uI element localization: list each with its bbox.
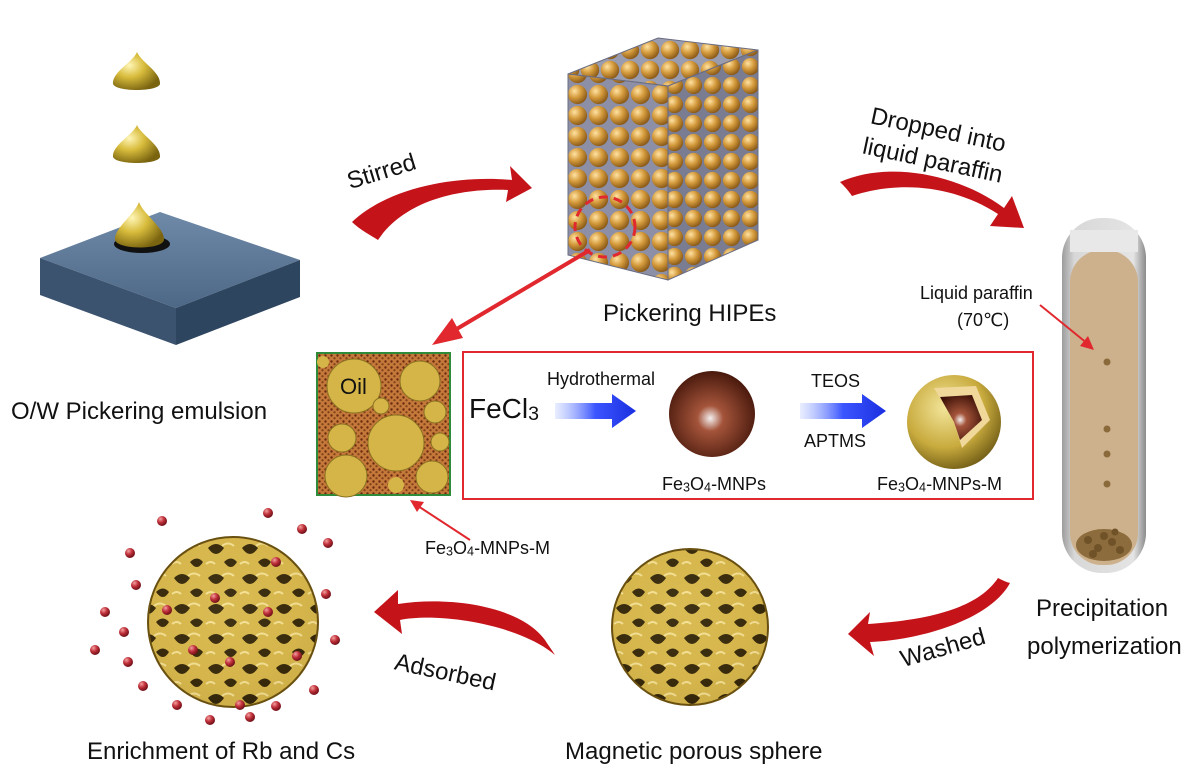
o-text: O (905, 474, 920, 494)
synthesis-box (462, 351, 1034, 500)
teos-label: TEOS (811, 371, 861, 391)
mnps-m-pointer (410, 500, 471, 541)
mnps-m-tail-text: -MNPs-M (474, 538, 551, 558)
droplet-icon (112, 52, 161, 90)
rb-cs-ions (90, 508, 340, 725)
fe3o4-mnps-m-pointer-label: Fe3O4-MNPs-M (425, 538, 550, 559)
teos-arrow (800, 394, 886, 428)
emulsion-microstructure (316, 352, 451, 498)
pickering-hipes-label: Pickering HIPEs (603, 300, 777, 327)
substrate-slab (40, 212, 300, 345)
magnetic-porous-sphere (611, 548, 769, 706)
test-tube (1062, 218, 1146, 573)
sub4-text: 4 (467, 544, 475, 559)
washed-arrow (848, 578, 1010, 656)
polymerization-label: polymerization (1027, 633, 1182, 660)
sub4-text: 4 (919, 480, 927, 495)
zoom-circle (573, 195, 637, 259)
temperature-label: (70℃) (957, 310, 1010, 330)
sub4-text: 4 (704, 480, 712, 495)
sub3-text: 3 (683, 480, 691, 495)
fecl3-label: FeCl3 (469, 393, 539, 426)
ow-emulsion-label: O/W Pickering emulsion (11, 398, 268, 425)
precipitation-label: Precipitation (1036, 595, 1169, 622)
fe-text: Fe (877, 474, 899, 494)
fe3o4-sphere (669, 371, 755, 457)
oil-label: Oil (340, 374, 367, 399)
sub3-text: 3 (898, 480, 906, 495)
mnps-tail-text: -MNPs (711, 474, 767, 494)
aptms-label: APTMS (804, 431, 867, 451)
hipe-cube (567, 37, 759, 281)
droplet-icon (112, 125, 161, 163)
fe3o4-mnps-m-label: Fe3O4-MNPs-M (877, 474, 1002, 495)
enriched-porous-sphere (147, 536, 319, 708)
sub3-text: 3 (446, 544, 454, 559)
mnps-m-tail-text: -MNPs-M (926, 474, 1003, 494)
hydrothermal-label: Hydrothermal (547, 369, 656, 389)
enrichment-label: Enrichment of Rb and Cs (87, 738, 356, 765)
o-text: O (690, 474, 705, 494)
liquid-paraffin-label: Liquid paraffin (920, 283, 1033, 303)
dropped-arrow (840, 171, 1024, 228)
zoom-arrow (432, 248, 592, 345)
fe-text: Fe (662, 474, 684, 494)
adsorbed-arrow (374, 590, 555, 655)
droplet-on-surface-icon (114, 202, 170, 253)
fecl3-main: FeCl (469, 393, 529, 424)
core-shell-sphere (907, 375, 1001, 469)
o-text: O (453, 538, 468, 558)
hydrothermal-arrow (555, 394, 636, 428)
fecl3-sub: 3 (528, 402, 540, 425)
fe-text: Fe (425, 538, 447, 558)
magnetic-sphere-label: Magnetic porous sphere (565, 738, 823, 765)
paraffin-pointer (1039, 304, 1094, 350)
fe3o4-mnps-label: Fe3O4-MNPs (662, 474, 766, 495)
stirred-arrow (352, 166, 532, 240)
